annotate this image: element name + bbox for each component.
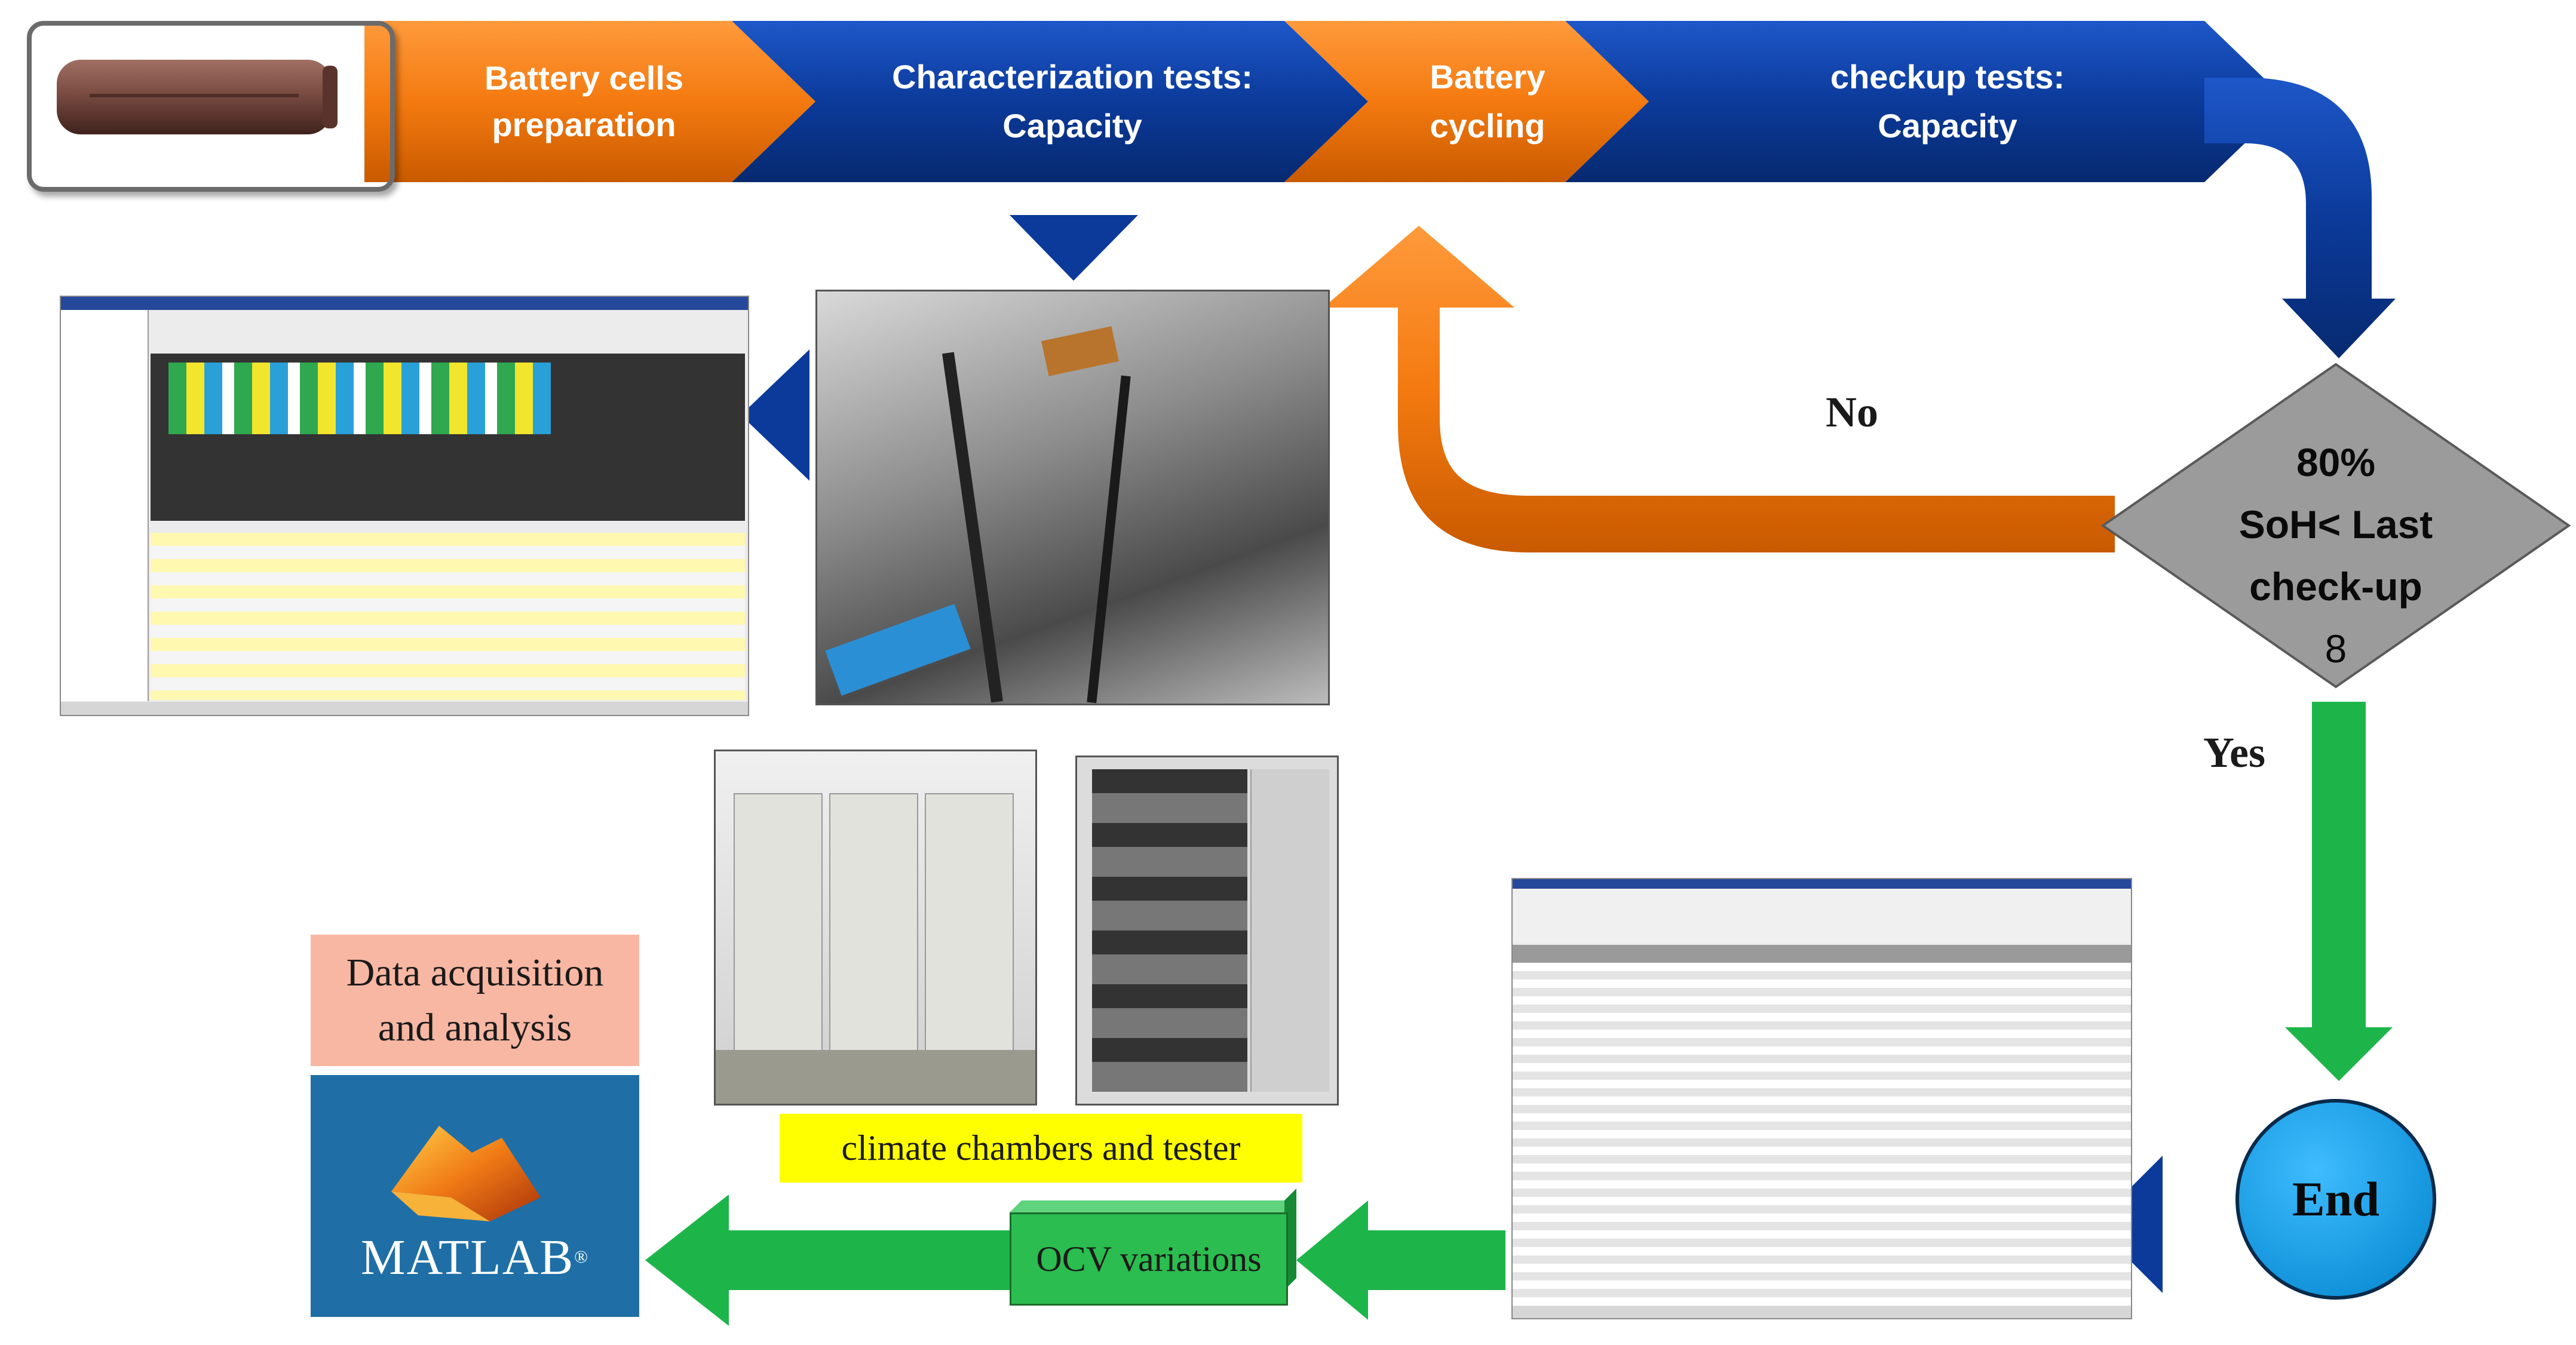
green-arrow-left [645, 1194, 1010, 1326]
decision-line4: 8 [2324, 627, 2347, 671]
climate-chambers-label: climate chambers and tester [780, 1114, 1302, 1183]
decision-line2: SoH< Last [2238, 502, 2433, 546]
software-screenshot-data [1511, 878, 2132, 1319]
step-chevron-4 [1565, 21, 2288, 182]
branch-yes-label: Yes [2203, 728, 2265, 776]
step-label-line2: Capacity [1002, 107, 1142, 145]
battery-cell-frame [27, 21, 395, 192]
matlab-text: MATLAB [360, 1229, 575, 1285]
step-characterization-tests: Characterization tests: Capacity [815, 21, 1329, 182]
branch-no-label: No [1826, 388, 1878, 436]
step-chevron-3 [1284, 21, 1649, 182]
step-chevron-1 [364, 21, 815, 182]
step-battery-cycling: Battery cycling [1368, 21, 1607, 182]
yes-arrow [2285, 702, 2393, 1081]
step-label-line2: preparation [492, 106, 676, 143]
step-chevron-2 [732, 21, 1368, 182]
step-checkup-tests: checkup tests: Capacity [1649, 21, 2246, 182]
step-label-line1: Battery cells [484, 59, 684, 97]
matlab-registered-mark: ® [574, 1247, 590, 1267]
decision-text: 80% SoH< Last check-up 8 [2151, 430, 2521, 681]
curved-arrow-to-decision [2204, 78, 2396, 358]
ocv-box-top [1010, 1200, 1296, 1212]
step-label-line1: checkup tests: [1830, 58, 2065, 96]
decision-line3: check-up [2249, 564, 2422, 609]
end-label: End [2292, 1172, 2379, 1226]
ocv-variations-box: OCV variations [1010, 1212, 1288, 1306]
step-battery-preparation: Battery cells preparation [364, 21, 804, 182]
step-label-line2: cycling [1430, 107, 1545, 145]
tester-rack-photo [1075, 756, 1339, 1106]
step-label-line1: Battery [1430, 58, 1545, 96]
test-bench-photo [815, 290, 1330, 705]
matlab-wordmark: MATLAB® [311, 1224, 639, 1290]
no-return-arrow [1323, 226, 2115, 552]
step-label-line1: Characterization tests: [892, 58, 1253, 96]
decision-line1: 80% [2296, 440, 2376, 484]
end-circle [2235, 1099, 2436, 1300]
decision-diamond [2100, 363, 2571, 689]
pointer-down-triangle [1010, 215, 1138, 281]
software-screenshot-tester [60, 296, 749, 716]
step-label-line2: Capacity [1878, 107, 2017, 145]
acquisition-line1: Data acquisition [346, 951, 604, 994]
acquisition-line2: and analysis [378, 1006, 572, 1049]
battery-cell-icon [57, 60, 338, 134]
climate-chambers-photo [714, 750, 1037, 1106]
green-arrow-right [1296, 1200, 1505, 1320]
data-acquisition-box: Data acquisition and analysis [311, 935, 639, 1066]
pointer-left-triangle-1 [741, 349, 809, 481]
